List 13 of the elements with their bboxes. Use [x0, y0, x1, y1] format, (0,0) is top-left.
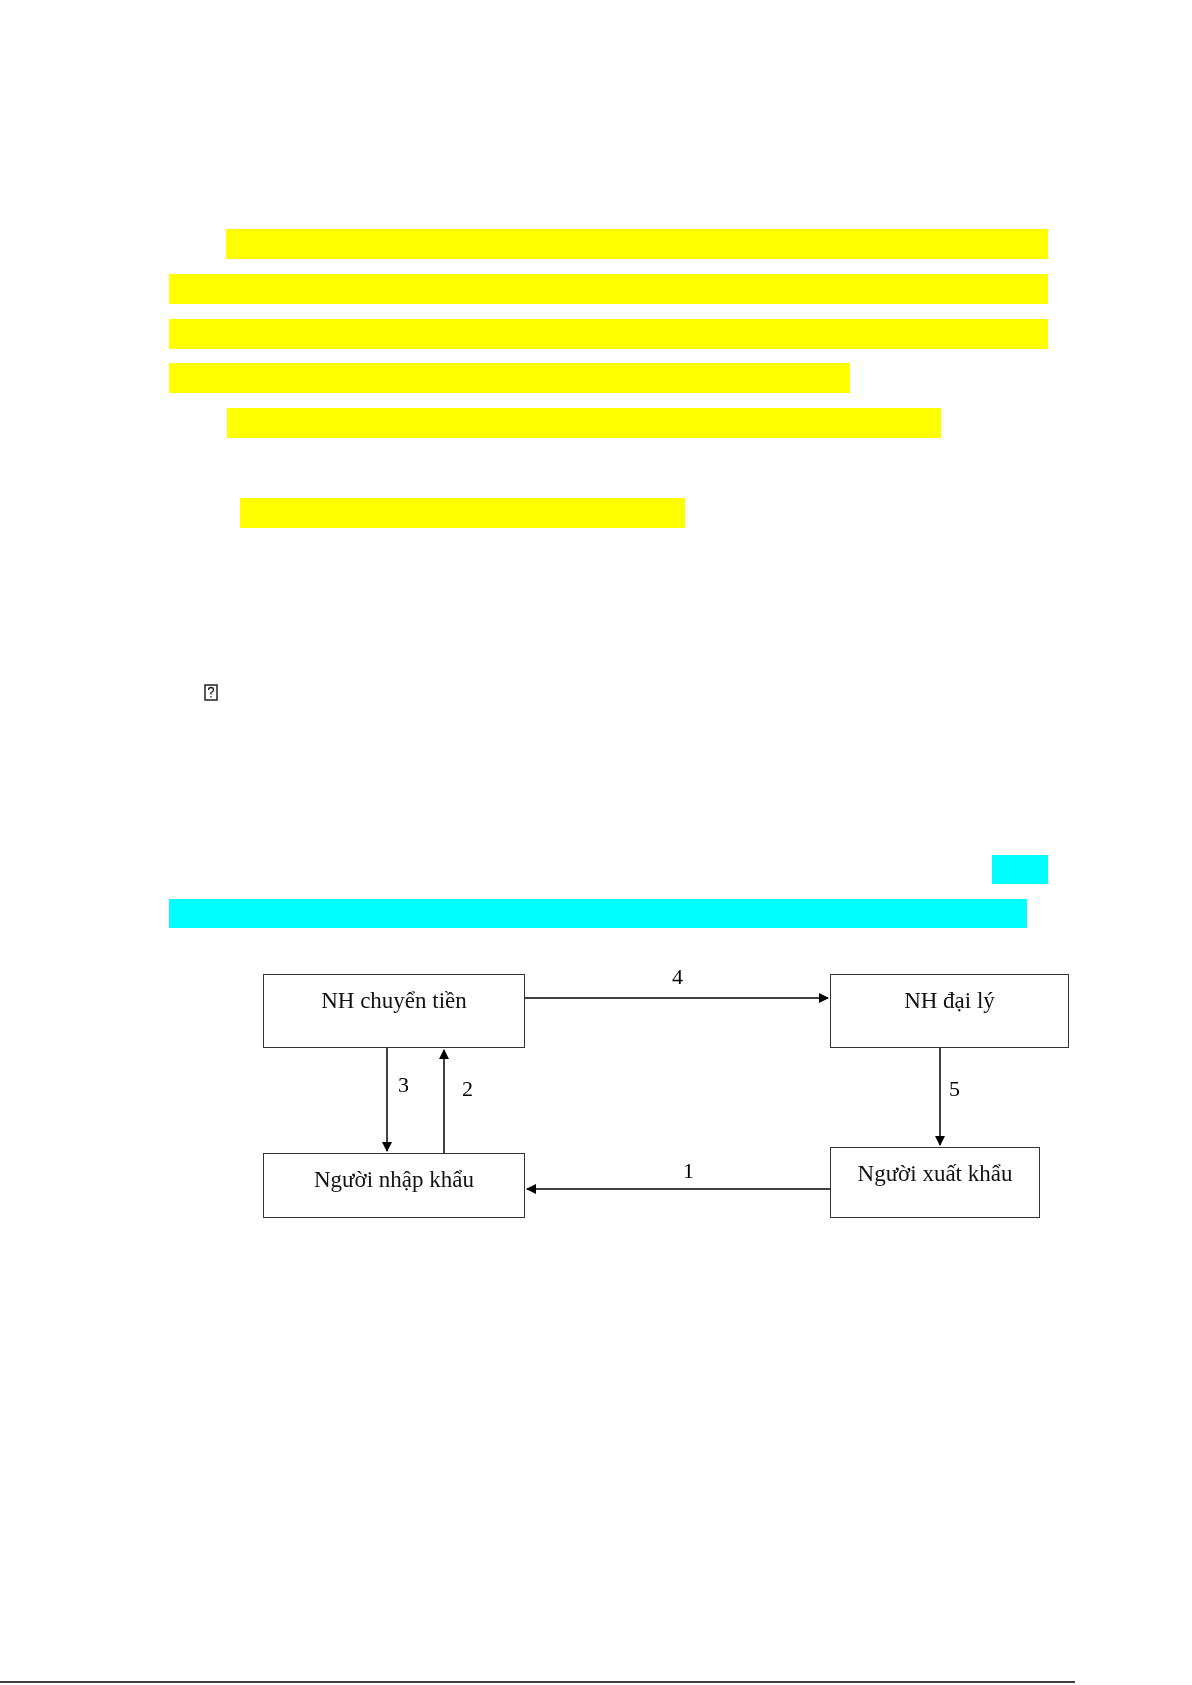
- box-label: Người xuất khẩu: [857, 1160, 1013, 1188]
- box-label: Người nhập khẩu: [313, 1166, 474, 1194]
- process-box: [263, 974, 525, 1048]
- arrow: [382, 1047, 392, 1152]
- process-box: [830, 974, 1069, 1048]
- box-label: NH chuyển tiền: [321, 987, 467, 1015]
- process-box: [830, 1147, 1040, 1218]
- box-label: NH đại lý: [904, 987, 995, 1015]
- arrow: [524, 993, 829, 1003]
- process-box: [263, 1153, 525, 1218]
- arrow: [526, 1184, 831, 1194]
- arrow: [439, 1049, 449, 1154]
- arrow: [935, 1047, 945, 1146]
